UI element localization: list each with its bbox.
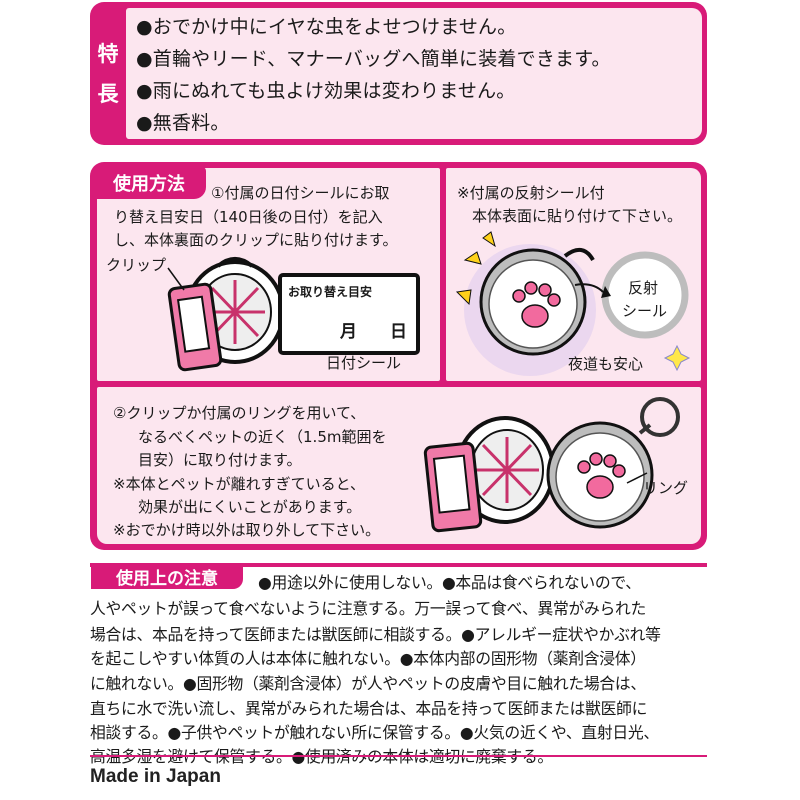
ring-icon <box>640 397 680 437</box>
reflect-label: シール <box>622 302 668 320</box>
sticker-caption: 日付シール <box>326 354 402 372</box>
step2-line: 効果が出にくいことがあります。 <box>138 498 362 516</box>
features-title-char: 長 <box>97 81 119 106</box>
reflect-note: 本体表面に貼り付けて下さい。 <box>472 207 683 225</box>
feature-item: ●雨にぬれても虫よけ効果は変わりません。 <box>136 80 516 102</box>
step1-line: ①付属の日付シールにお取 <box>211 184 390 202</box>
feature-item: ●無香料。 <box>136 112 230 134</box>
made-in-label: Made in Japan <box>90 766 221 787</box>
ring-label: リング <box>643 479 689 497</box>
features-body: ●おでかけ中にイヤな虫をよせつけません。 ●首輪やリード、マナーバッグへ簡単に装… <box>126 8 702 139</box>
sticker-heading: お取り替え目安 <box>288 285 373 299</box>
paw-icon <box>512 281 561 328</box>
usage-title: 使用方法 <box>92 167 206 199</box>
step2-line: ※本体とペットが離れすぎていると、 <box>113 475 365 493</box>
caution-line: 場合は、本品を持って医師または獣医師に相談する。●アレルギー症状やかぶれ等 <box>90 625 661 644</box>
feature-item: ●首輪やリード、マナーバッグへ簡単に装着できます。 <box>136 48 611 70</box>
step2-line: ②クリップか付属のリングを用いて、 <box>113 404 366 422</box>
step2-line: ※おでかけ時以外は取り外して下さい。 <box>113 521 381 539</box>
caution-line: を起こしやすい体質の人は本体に触れない。●本体内部の固形物（薬剤含浸体） <box>90 649 646 668</box>
paw-icon <box>577 452 626 499</box>
clip-label: クリップ <box>106 256 167 274</box>
sparkle-icon <box>663 344 691 372</box>
caution-title: 使用上の注意 <box>91 564 243 589</box>
reflect-label: 反射 <box>628 279 659 297</box>
features-title-char: 特 <box>97 41 119 66</box>
caution-line: に触れない。●固形物（薬剤含浸体）が人やペットの皮膚や目に触れた場合は、 <box>90 674 646 693</box>
sticker-day: 日 <box>390 322 407 342</box>
bottom-rule <box>90 755 707 757</box>
reflect-note: ※付属の反射シール付 <box>457 184 605 202</box>
night-label: 夜道も安心 <box>568 355 644 373</box>
step2-line: 目安）に取り付けます。 <box>138 451 302 469</box>
device-clip-illustration <box>167 257 285 372</box>
step1-line: り替え目安日（140日後の日付）を記入 <box>114 208 383 226</box>
step1-line: し、本体裏面のクリップに貼り付けます。 <box>114 231 398 249</box>
date-sticker: お取り替え目安 月 日 <box>278 273 420 355</box>
caution-line: 相談する。●子供やペットが触れない所に保管する。●火気の近くや、直射日光、 <box>90 723 659 742</box>
feature-item: ●おでかけ中にイヤな虫をよせつけません。 <box>136 16 517 38</box>
sticker-month: 月 <box>340 322 357 342</box>
caution-line: 直ちに水で洗い流し、異常がみられた場合は、本品を持って医師または獣医師に <box>90 699 648 718</box>
shine-icon <box>455 231 496 306</box>
reflector-illustration <box>455 231 691 376</box>
features-title: 特 長 <box>90 2 126 145</box>
caution-line: 人やペットが誤って食べないように注意する。万一誤って食べ、異常がみられた <box>90 599 646 618</box>
device-ring-illustration <box>423 397 680 533</box>
caution-line: ●用途以外に使用しない。●本品は食べられないので、 <box>258 573 641 592</box>
caution-rule <box>90 563 707 567</box>
step2-line: なるべくペットの近く（1.5m範囲を <box>138 428 387 446</box>
